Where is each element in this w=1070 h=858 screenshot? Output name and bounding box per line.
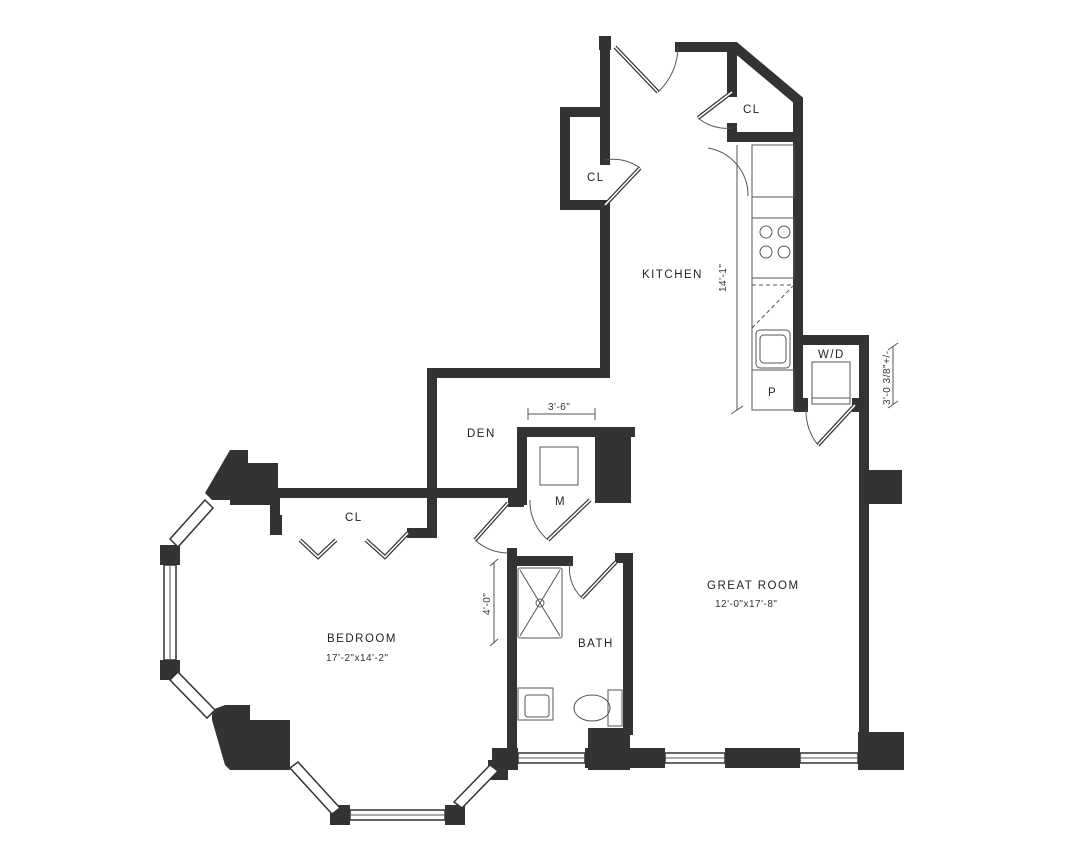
labels: CL CL KITCHEN 14'-1" W/D 3'-0 3/8"+/- P … — [326, 104, 893, 664]
entry-closet-label: CL — [587, 172, 605, 184]
bedroom-size: 17'-2"x14'-2" — [326, 653, 388, 664]
wd-dimension: 3'-0 3/8"+/- — [882, 350, 893, 405]
windows — [163, 498, 859, 821]
doors[interactable] — [298, 45, 857, 600]
pantry-label: P — [768, 387, 777, 399]
great-room-label: GREAT ROOM — [707, 580, 800, 592]
den-label: DEN — [467, 428, 496, 440]
wd-label: W/D — [818, 349, 845, 361]
mech-dimension: 3'-6" — [548, 402, 570, 413]
bedroom-label: BEDROOM — [327, 633, 397, 645]
kitchen-dimension: 14'-1" — [718, 264, 729, 292]
kitchen-label: KITCHEN — [642, 269, 703, 281]
walls — [160, 36, 904, 825]
kitchen-closet-label: CL — [743, 104, 761, 116]
fixtures — [489, 144, 899, 727]
bedroom-closet-label: CL — [345, 512, 363, 524]
shower-dimension: 4'-0" — [482, 593, 493, 615]
bath-label: BATH — [578, 638, 614, 650]
mech-label: M — [555, 496, 566, 508]
great-room-size: 12'-0"x17'-8" — [715, 599, 777, 610]
